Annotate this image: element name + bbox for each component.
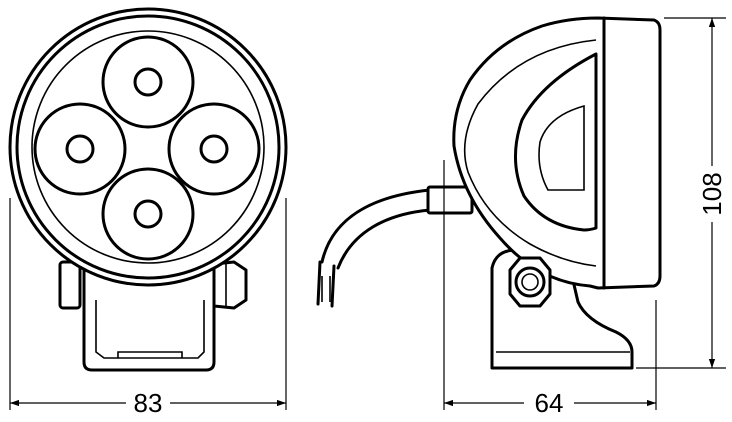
round-housing	[8, 7, 288, 287]
dimension-label-width: 83	[134, 388, 163, 418]
side-housing	[452, 16, 662, 290]
hex-nut	[508, 256, 552, 308]
front-bracket	[58, 260, 248, 372]
dimension-label-depth: 64	[535, 388, 564, 418]
front-view	[8, 7, 288, 372]
dimension-height: 108	[636, 17, 727, 369]
dimension-side-depth: 64	[443, 160, 657, 418]
dimension-label-height: 108	[697, 172, 727, 215]
led-lens-top	[101, 35, 195, 129]
led-lens-right	[167, 102, 261, 196]
side-view	[316, 16, 662, 370]
led-lens-left	[33, 102, 127, 196]
cable	[316, 188, 432, 308]
dimension-front-width: 83	[9, 198, 287, 418]
led-lens-bottom	[101, 167, 195, 261]
cable-gland	[426, 185, 474, 215]
